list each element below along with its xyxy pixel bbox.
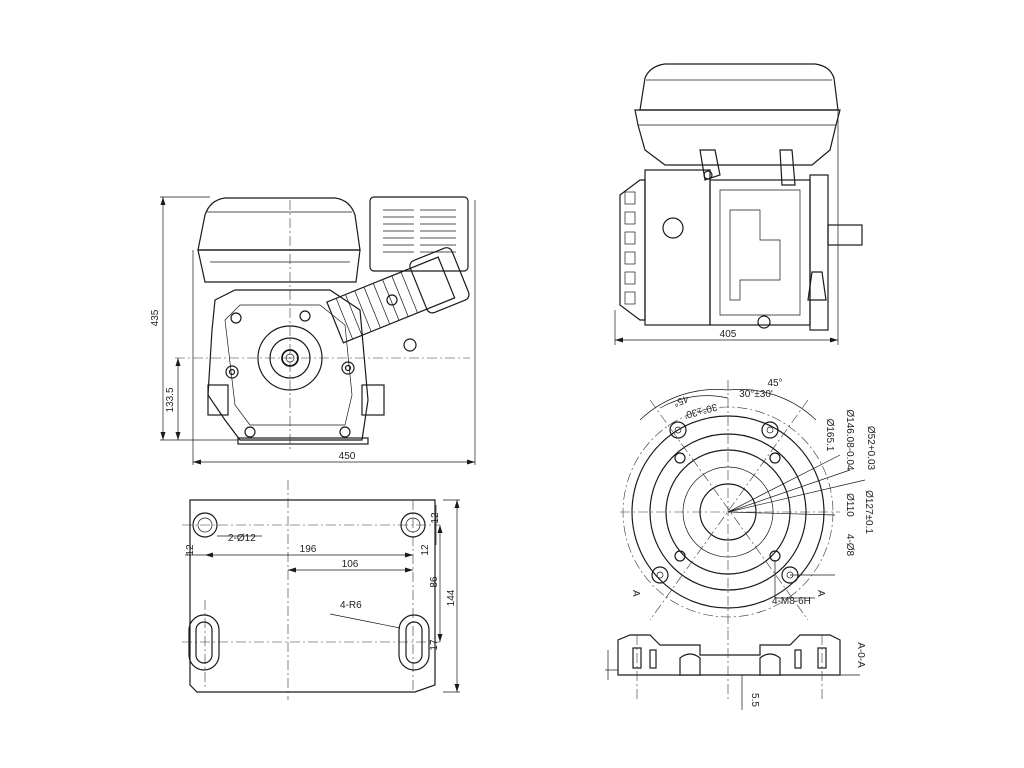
flange-pcd-mid: Ø146.08-0.04 (844, 409, 855, 471)
dim-slot-span: 86 (429, 576, 440, 588)
flange-thread: 4-M8-6H (772, 596, 811, 607)
dim-slot-length: 17 (429, 639, 440, 651)
dim-hole-dia: 2-Ø12 (228, 533, 256, 544)
flange-angle-left: 45° (672, 393, 690, 409)
front-view: 435 133.5 450 (150, 196, 476, 465)
section-depth: 5.5 (749, 693, 760, 707)
section-tolerance: A-0-A (855, 642, 866, 668)
flange-tol-angle-a: 30°±30' (739, 389, 773, 400)
dim-edge-x: 12 (185, 544, 196, 556)
section-view: 5.5 A-0-A (605, 630, 866, 710)
flange-angle-right: 45° (767, 378, 782, 389)
flange-bore: Ø110 (844, 493, 855, 517)
dim-overall-width: 450 (339, 451, 356, 462)
flange-bolt-circle: Ø127±0.1 (863, 490, 874, 534)
dim-slot-radius: 4-R6 (340, 600, 362, 611)
flange-datum-right: A (815, 590, 826, 597)
dim-shaft-height: 133.5 (165, 387, 176, 412)
dim-right-edge: 12 (420, 544, 431, 556)
dim-overall-depth: 144 (446, 589, 457, 606)
dim-side-length: 405 (720, 329, 737, 340)
flange-view: 45° 45° 30°±30' 30°±30' Ø165.1 Ø146.08-0… (620, 378, 876, 630)
dim-overall-height: 435 (150, 309, 161, 326)
base-plan: 2-Ø12 12 12 12 196 106 4-R6 86 144 17 (182, 480, 460, 700)
flange-pcd-outer: Ø165.1 (824, 419, 835, 452)
flange-holes: 4-Ø8 (844, 534, 855, 557)
dim-slot-offset: 106 (342, 559, 359, 570)
flange-datum-left: A (630, 590, 641, 597)
flange-pilot: Ø52+0.03 (865, 426, 876, 471)
dim-hole-span: 196 (300, 544, 317, 555)
dim-edge-y: 12 (430, 512, 441, 524)
side-view: 405 (614, 63, 863, 345)
